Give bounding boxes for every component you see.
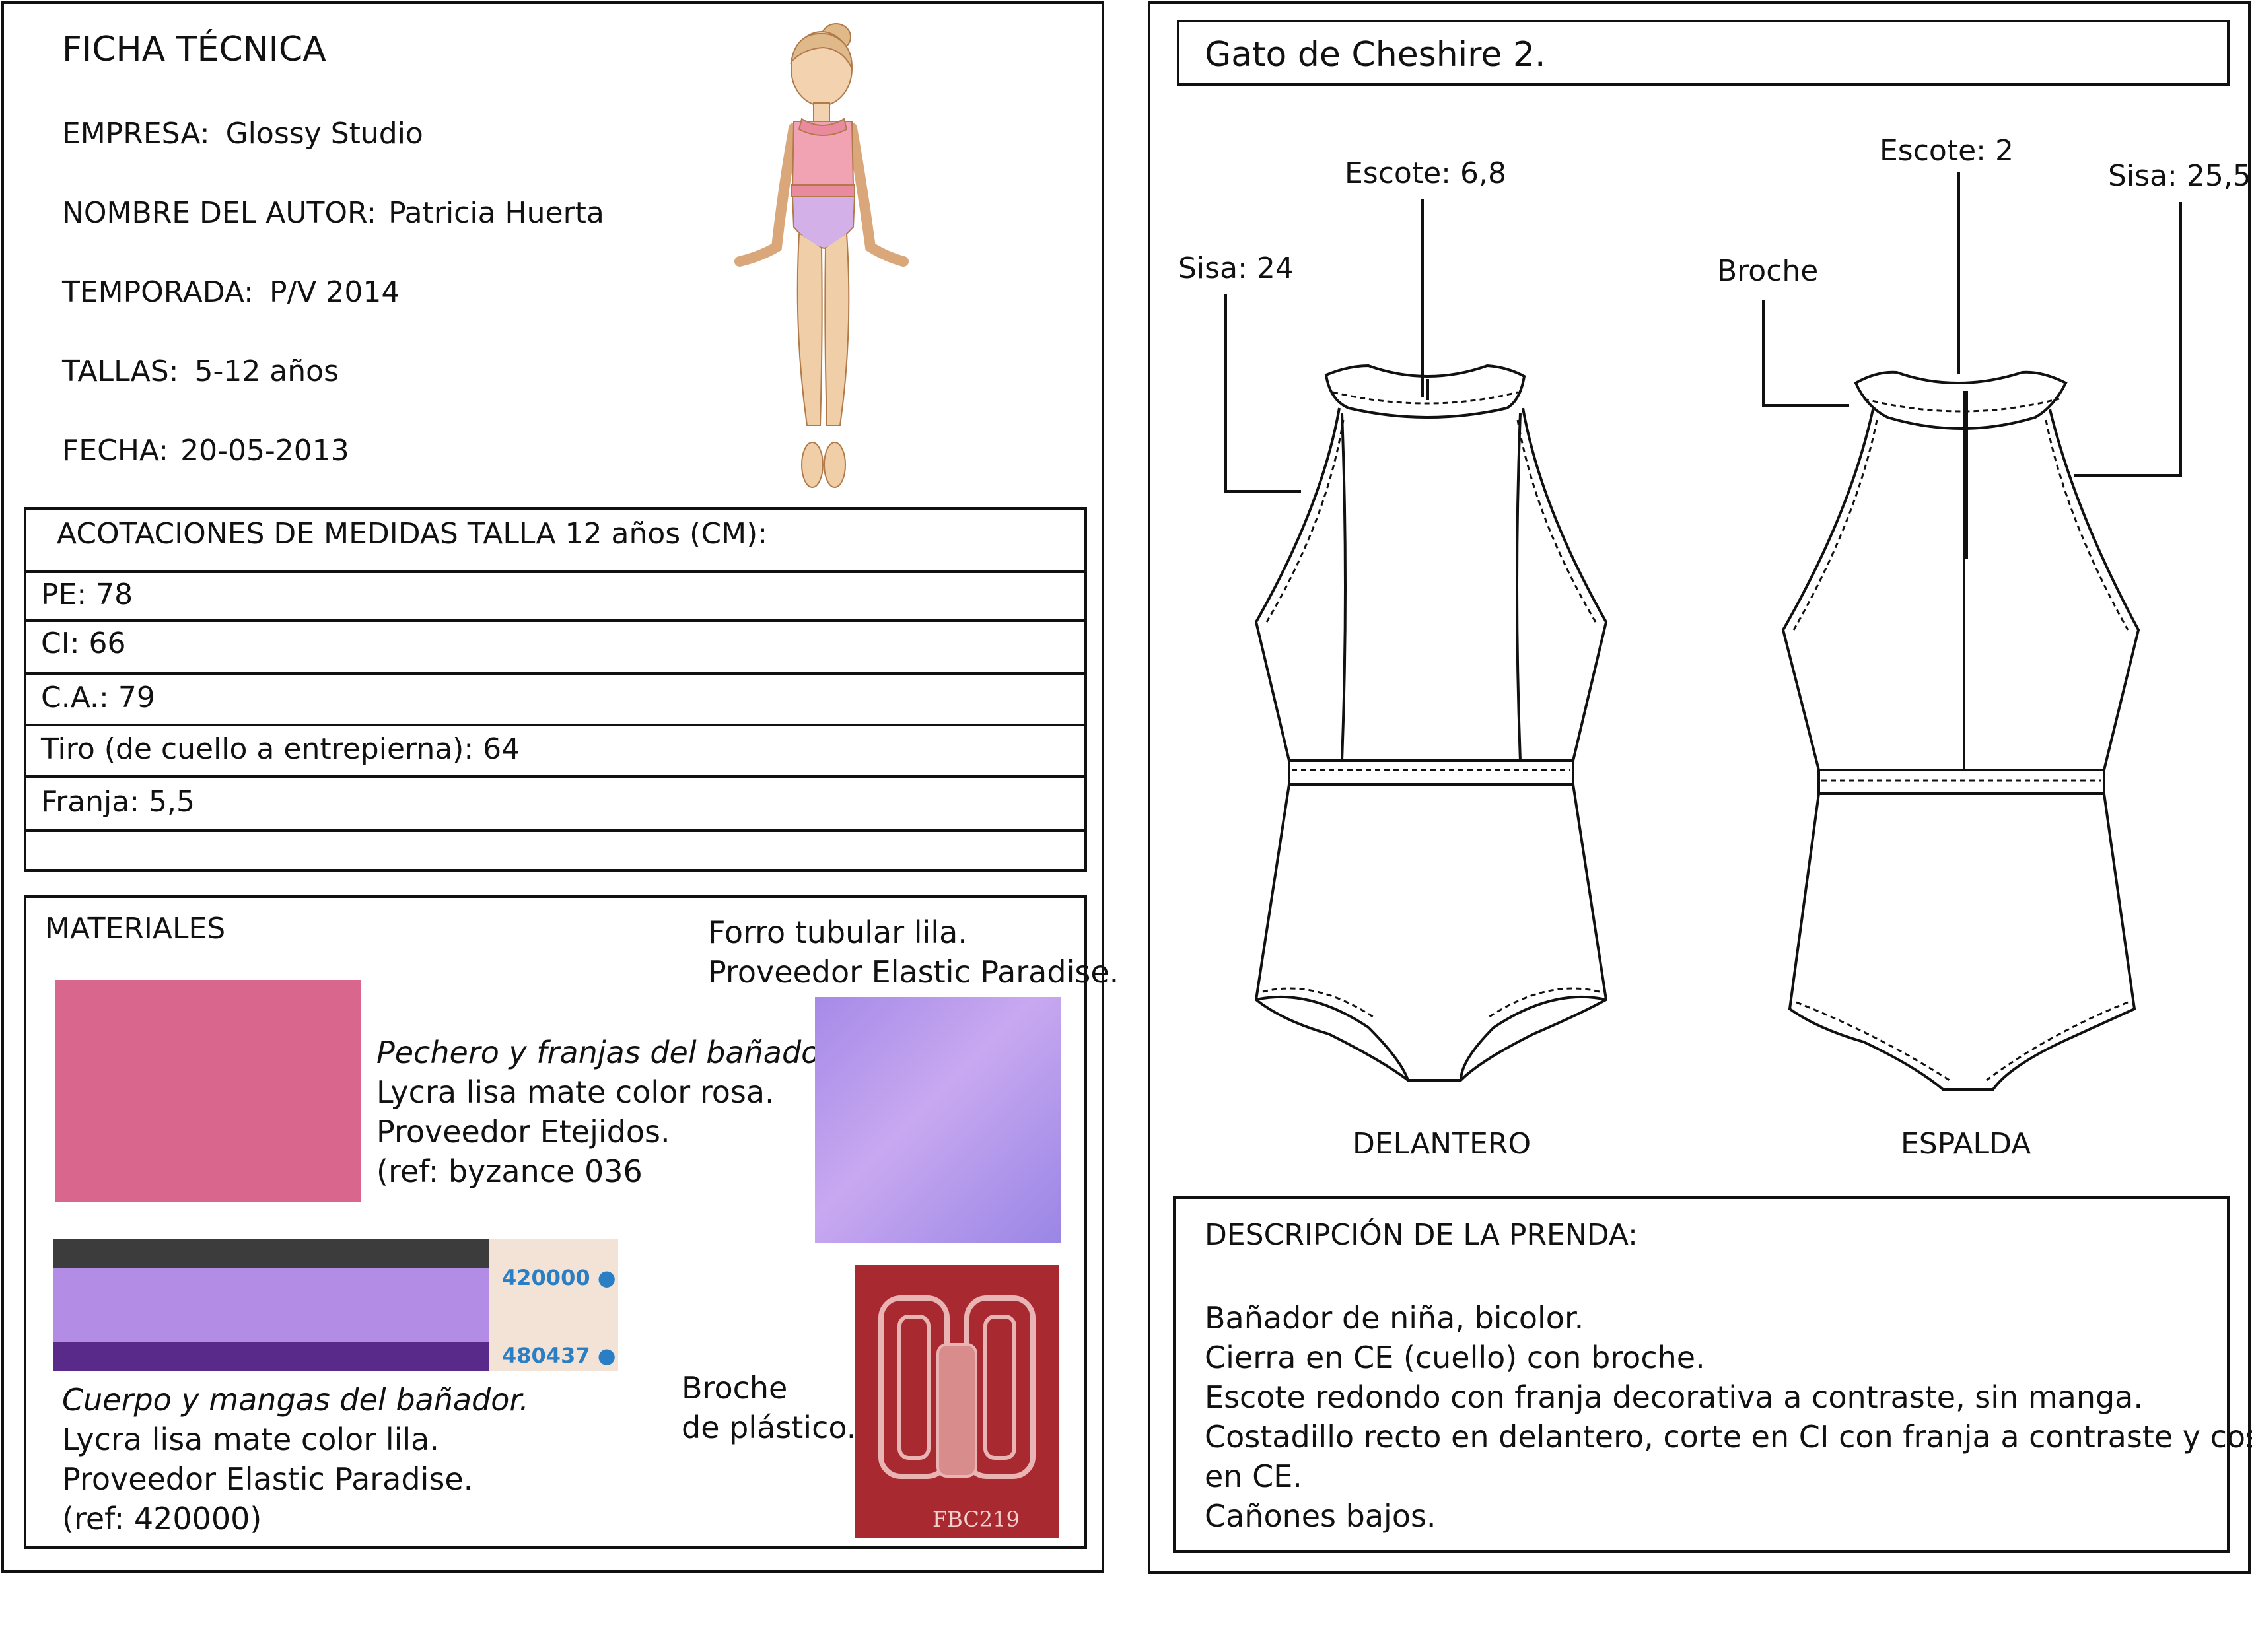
company-row: EMPRESA: Glossy Studio (62, 117, 423, 151)
clasp-description: Broche de plástico. (682, 1368, 856, 1447)
lilac-lining-swatch (815, 997, 1061, 1243)
swatch-code-text: 480437 (502, 1343, 590, 1368)
clasp-line: Broche (682, 1370, 788, 1406)
swatch-band-dark (53, 1239, 489, 1268)
table-divider (26, 724, 1084, 726)
lining-line: Forro tubular lila. (708, 914, 968, 950)
swatch-band-lilac (53, 1268, 489, 1342)
pink-fabric-line: Proveedor Etejidos. (376, 1114, 670, 1150)
swatch-band-purple (53, 1342, 489, 1371)
clasp-code: FBC219 (932, 1507, 1020, 1532)
lilac-fabric-description: Cuerpo y mangas del bañador. Lycra lisa … (62, 1380, 529, 1538)
lining-line: Proveedor Elastic Paradise. (708, 954, 1119, 990)
sizes-row: TALLAS: 5-12 años (62, 355, 339, 389)
design-title: Gato de Cheshire 2. (1205, 35, 1546, 75)
dot-icon: ● (597, 1265, 616, 1290)
materials-box: MATERIALES Pechero y franjas del bañador… (24, 895, 1119, 1549)
date-row: FECHA: 20-05-2013 (62, 434, 349, 468)
measure-row: C.A.: 79 (41, 681, 155, 714)
lilac-fabric-line: (ref: 420000) (62, 1501, 262, 1536)
table-divider (26, 775, 1084, 778)
company-value: Glossy Studio (225, 117, 423, 151)
date-label: FECHA: (62, 434, 169, 467)
sizes-value: 5-12 años (194, 355, 339, 388)
dot-icon: ● (597, 1343, 616, 1368)
company-label: EMPRESA: (62, 117, 210, 151)
description-box: DESCRIPCIÓN DE LA PRENDA: Bañador de niñ… (1173, 1196, 2252, 1553)
right-panel: Gato de Cheshire 2. Escote: 6,8 Sisa: 24… (1148, 1, 2252, 1574)
pink-fabric-description: Pechero y franjas del bañador. Lycra lis… (376, 1033, 839, 1191)
clasp-photo: FBC219 (855, 1265, 1059, 1538)
author-value: Patricia Huerta (388, 196, 604, 230)
description-line: Cierra en CE (cuello) con broche. (1205, 1340, 1705, 1375)
measure-row: CI: 66 (41, 627, 126, 660)
description-text: Bañador de niña, bicolor. Cierra en CE (… (1205, 1298, 2252, 1536)
swatch-code-text: 420000 (502, 1265, 590, 1290)
table-divider (26, 829, 1084, 832)
pink-fabric-line: (ref: byzance 036 (376, 1153, 643, 1189)
label-sisa-back: Sisa: 25,5 (2108, 159, 2251, 193)
label-escote-back: Escote: 2 (1880, 134, 2014, 168)
sheet-title: FICHA TÉCNICA (62, 30, 326, 69)
date-value: 20-05-2013 (180, 434, 349, 467)
model-illustration (734, 23, 909, 488)
measures-table: ACOTACIONES DE MEDIDAS TALLA 12 años (CM… (24, 507, 1087, 872)
pink-fabric-swatch (55, 980, 361, 1202)
label-broche: Broche (1717, 254, 1819, 288)
description-line: Escote redondo con franja decorativa a c… (1205, 1379, 2143, 1415)
clasp-icon (878, 1295, 1036, 1479)
lilac-fabric-line: Proveedor Elastic Paradise. (62, 1461, 474, 1497)
author-row: NOMBRE DEL AUTOR: Patricia Huerta (62, 196, 604, 230)
label-sisa-front: Sisa: 24 (1178, 252, 1294, 285)
garment-flats (1224, 172, 2182, 1091)
season-label: TEMPORADA: (62, 275, 254, 309)
materials-title: MATERIALES (45, 912, 226, 946)
description-title: DESCRIPCIÓN DE LA PRENDA: (1205, 1218, 1638, 1252)
swatch-code: 420000 ● (502, 1265, 616, 1290)
table-divider (26, 570, 1084, 573)
swatch-code: 480437 ● (502, 1343, 616, 1368)
measure-row: Tiro (de cuello a entrepierna): 64 (41, 732, 520, 766)
season-row: TEMPORADA: P/V 2014 (62, 275, 400, 310)
sizes-label: TALLAS: (62, 355, 179, 388)
description-line: Bañador de niña, bicolor. (1205, 1300, 1584, 1336)
lining-description: Forro tubular lila. Proveedor Elastic Pa… (708, 912, 1119, 992)
table-divider (26, 672, 1084, 675)
measure-row: Franja: 5,5 (41, 785, 195, 819)
table-divider (26, 619, 1084, 622)
label-escote-front: Escote: 6,8 (1345, 156, 1506, 190)
clasp-line: de plástico. (682, 1410, 857, 1445)
lilac-fabric-line: Cuerpo y mangas del bañador. (62, 1382, 529, 1418)
season-value: P/V 2014 (269, 275, 400, 309)
pink-fabric-line: Pechero y franjas del bañador. (376, 1035, 839, 1070)
description-line: Costadillo recto en delantero, corte en … (1205, 1419, 2252, 1455)
design-title-box: Gato de Cheshire 2. (1177, 20, 2230, 86)
pink-fabric-line: Lycra lisa mate color rosa. (376, 1074, 775, 1110)
back-label: ESPALDA (1901, 1127, 2031, 1161)
swatch-label-card (489, 1239, 618, 1371)
lilac-fabric-swatch: 420000 ● 480437 ● (53, 1239, 618, 1371)
measure-row: PE: 78 (41, 578, 133, 611)
left-panel: FICHA TÉCNICA EMPRESA: Glossy Studio NOM… (1, 1, 1119, 1573)
description-line: en CE. (1205, 1459, 1302, 1494)
description-line: Cañones bajos. (1205, 1498, 1436, 1534)
author-label: NOMBRE DEL AUTOR: (62, 196, 377, 230)
lilac-fabric-line: Lycra lisa mate color lila. (62, 1422, 439, 1457)
front-label: DELANTERO (1353, 1127, 1531, 1161)
measures-title: ACOTACIONES DE MEDIDAS TALLA 12 años (CM… (57, 517, 768, 551)
